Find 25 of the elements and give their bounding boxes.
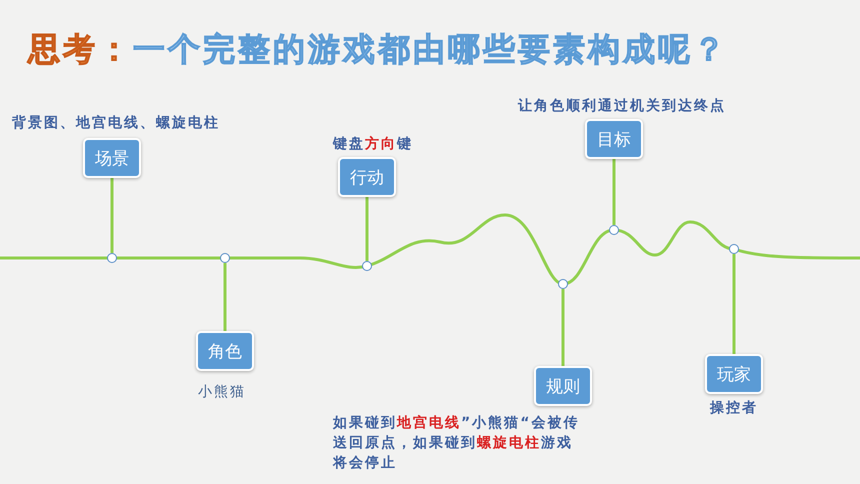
node-label: 小熊猫 — [198, 383, 247, 402]
leader-line — [562, 289, 564, 366]
topic-box: 场景 — [83, 138, 141, 178]
leader-line — [612, 159, 616, 225]
leader-line — [110, 178, 114, 253]
topic-box: 规则 — [534, 366, 592, 406]
timeline-dot — [558, 279, 568, 289]
timeline-dot — [609, 225, 619, 235]
node-label: 键盘方向键 — [333, 134, 414, 154]
timeline-dot — [729, 244, 739, 254]
title: 思考：一个完整的游戏都由哪些要素构成呢？ — [28, 29, 728, 70]
leader-line — [366, 197, 368, 261]
timeline-dot — [362, 261, 372, 271]
topic-box: 角色 — [196, 331, 254, 371]
leader-line — [224, 263, 226, 331]
timeline-dot — [107, 253, 117, 263]
timeline-dot — [220, 253, 230, 263]
node-label: 让角色顺利通过机关到达终点 — [518, 97, 727, 116]
topic-box: 行动 — [338, 157, 396, 197]
node-label: 如果碰到地宫电线”小熊猫“会被传送回原点，如果碰到螺旋电柱游戏将会停止 — [333, 414, 580, 473]
leader-line — [732, 254, 736, 354]
node-label: 操控者 — [710, 399, 759, 418]
topic-box: 目标 — [585, 119, 643, 159]
node-label: 背景图、地宫电线、螺旋电柱 — [12, 114, 221, 133]
topic-box: 玩家 — [705, 354, 763, 394]
